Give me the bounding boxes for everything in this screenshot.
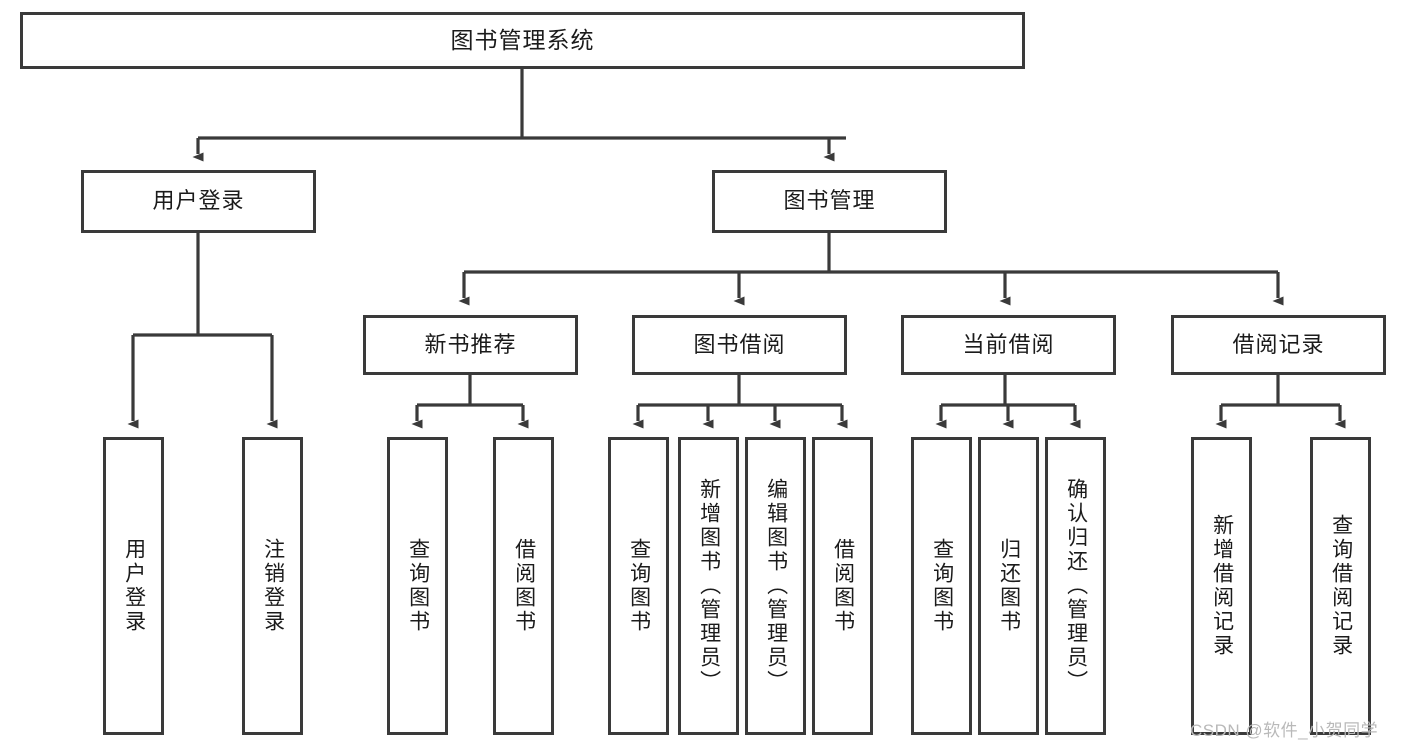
leaf-add-borrow-record[interactable]: 新增借阅记录 bbox=[1191, 437, 1252, 735]
node-root[interactable]: 图书管理系统 bbox=[20, 12, 1025, 69]
leaf-query-book-current[interactable]: 查询图书 bbox=[911, 437, 972, 735]
node-book-borrow[interactable]: 图书借阅 bbox=[632, 315, 847, 375]
leaf-borrow-book[interactable]: 借阅图书 bbox=[812, 437, 873, 735]
leaf-query-book-borrow[interactable]: 查询图书 bbox=[608, 437, 669, 735]
leaf-query-borrow-record[interactable]: 查询借阅记录 bbox=[1310, 437, 1371, 735]
leaf-add-book-admin[interactable]: 新增图书（管理员） bbox=[678, 437, 739, 735]
node-new-book-recommend[interactable]: 新书推荐 bbox=[363, 315, 578, 375]
leaf-confirm-return-admin[interactable]: 确认归还（管理员） bbox=[1045, 437, 1106, 735]
leaf-edit-book-admin[interactable]: 编辑图书（管理员） bbox=[745, 437, 806, 735]
node-user-login[interactable]: 用户登录 bbox=[81, 170, 316, 233]
csdn-watermark: CSDN @软件_小贺同学 bbox=[1190, 721, 1379, 740]
node-borrow-record[interactable]: 借阅记录 bbox=[1171, 315, 1386, 375]
node-current-borrow[interactable]: 当前借阅 bbox=[901, 315, 1116, 375]
leaf-return-book[interactable]: 归还图书 bbox=[978, 437, 1039, 735]
leaf-user-login[interactable]: 用户登录 bbox=[103, 437, 164, 735]
leaf-borrow-book-new-recommend[interactable]: 借阅图书 bbox=[493, 437, 554, 735]
leaf-user-logout[interactable]: 注销登录 bbox=[242, 437, 303, 735]
leaf-query-book-new-recommend[interactable]: 查询图书 bbox=[387, 437, 448, 735]
node-book-manage[interactable]: 图书管理 bbox=[712, 170, 947, 233]
